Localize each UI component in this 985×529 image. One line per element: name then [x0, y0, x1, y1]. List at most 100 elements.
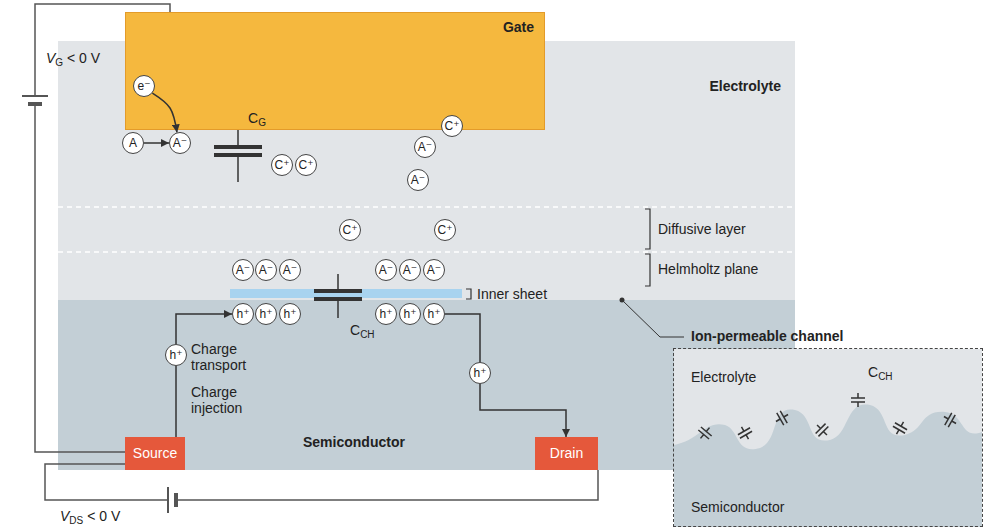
ion-circle: h⁺ [399, 303, 421, 325]
capacitance-label: CCH [350, 322, 375, 343]
ion-circle: A⁻ [169, 132, 191, 154]
semiconductor-band: Semiconductor h⁺ h⁺ h⁺ h⁺ h⁺ h⁺ h⁺ h⁺ Source Drain [58, 300, 795, 470]
voltage-label: VG < 0 V [46, 50, 100, 71]
ion-circle: A⁻ [255, 259, 277, 281]
ion-symbol: h⁺ [427, 307, 440, 321]
leader-line [622, 300, 684, 337]
node-text: Electrolyte [709, 78, 781, 95]
charge-flow-arrow [175, 366, 177, 437]
node-text: Gate [503, 19, 534, 36]
process-label: Charge transport [191, 341, 263, 373]
battery-plate [167, 487, 169, 513]
node-text: Semiconductor [691, 499, 784, 516]
capacitor-symbol [851, 393, 865, 407]
ion-symbol: C⁺ [438, 223, 453, 237]
drawing-group [695, 393, 959, 443]
ion-symbol: h⁺ [236, 307, 249, 321]
ion-symbol: e⁻ [137, 79, 150, 93]
ion-circle: h⁺ [279, 303, 301, 325]
layer-boundary [58, 251, 795, 253]
ion-symbol: A⁻ [236, 263, 250, 277]
capacitor-symbol [772, 408, 791, 427]
voltage-label: VDS < 0 V [60, 508, 120, 529]
ion-symbol: C⁺ [445, 119, 460, 133]
inset-panel: Ion-permeable channelElectrolyteSemicond… [673, 348, 983, 527]
ion-circle: A⁻ [279, 259, 301, 281]
charge-flow-arrow [445, 314, 480, 362]
node-text: Ion-permeable channel [691, 328, 843, 345]
ion-circle: A⁻ [232, 259, 254, 281]
ion-circle: h⁺ [232, 303, 254, 325]
ion-symbol: A⁻ [427, 263, 441, 277]
source-electrode: Source [125, 437, 185, 470]
ion-circle: h⁺ [423, 303, 445, 325]
charge-flow-arrow [480, 384, 566, 437]
ion-symbol: h⁺ [259, 307, 272, 321]
ion-circle: A⁻ [399, 259, 421, 281]
ion-symbol: A [129, 136, 137, 150]
ion-circle: C⁺ [339, 219, 361, 241]
charge-flow-arrow [144, 142, 169, 144]
gate-electrode: Gate e⁻ [125, 12, 545, 130]
ion-symbol: h⁺ [283, 307, 296, 321]
ion-symbol: h⁺ [379, 307, 392, 321]
capacitor-plate [314, 289, 362, 293]
ion-circle: C⁺ [434, 219, 456, 241]
bracket [466, 289, 471, 299]
ion-symbol: A⁻ [283, 263, 297, 277]
layer-boundary [58, 206, 795, 208]
ion-circle: A [122, 132, 144, 154]
wire [176, 470, 598, 500]
ion-circle: h⁺ [255, 303, 277, 325]
node-text: Semiconductor [303, 434, 405, 451]
ion-circle: C⁺ [441, 115, 463, 137]
ion-circle: A⁻ [414, 136, 436, 158]
capacitor-symbol [695, 423, 715, 443]
capacitor-plate [214, 145, 262, 149]
capacitor-lead [237, 155, 239, 182]
ion-circle: A⁻ [375, 259, 397, 281]
ion-circle: e⁻ [133, 75, 155, 97]
bracket [645, 209, 650, 249]
capacitor-lead [237, 130, 239, 147]
inset-electrolyte [674, 349, 982, 526]
ion-circle: C⁺ [271, 154, 293, 176]
capacitor-symbol [940, 410, 959, 429]
ion-symbol: A⁻ [173, 136, 187, 150]
drain-electrode: Drain [535, 437, 598, 470]
ion-symbol: h⁺ [169, 348, 182, 362]
ion-symbol: h⁺ [473, 366, 486, 380]
ion-symbol: A⁻ [403, 263, 417, 277]
ion-symbol: A⁻ [411, 173, 425, 187]
capacitor-lead [337, 274, 339, 290]
inset-semiconductor [674, 405, 982, 527]
process-label: Charge injection [191, 384, 263, 416]
capacitor-symbol [890, 418, 909, 437]
ion-symbol: C⁺ [343, 223, 358, 237]
capacitor-symbol [735, 423, 754, 442]
bracket [645, 254, 650, 286]
battery-plate [22, 95, 48, 97]
ion-circle: C⁺ [295, 154, 317, 176]
capacitor-lead [337, 299, 339, 318]
ion-circle: h⁺ [165, 344, 187, 366]
node-text: Drain [550, 445, 583, 462]
layer-label: Inner sheet [477, 286, 547, 302]
ion-symbol: A⁻ [379, 263, 393, 277]
ion-circle: A⁻ [423, 259, 445, 281]
inner-sheet [230, 289, 462, 298]
ion-circle: h⁺ [375, 303, 397, 325]
ion-circle: h⁺ [469, 362, 491, 384]
ion-symbol: A⁻ [259, 263, 273, 277]
wire [35, 104, 125, 452]
ion-symbol: A⁻ [418, 140, 432, 154]
node-text: Electrolyte [691, 369, 756, 386]
capacitance-label: CCH [868, 364, 893, 385]
layer-label: Helmholtz plane [658, 261, 758, 277]
layer-label: Diffusive layer [658, 221, 746, 237]
ion-symbol: h⁺ [403, 307, 416, 321]
capacitor-symbol [812, 420, 832, 440]
node-text: Source [133, 445, 177, 462]
capacitance-label: CG [248, 110, 266, 131]
ion-symbol: C⁺ [299, 158, 314, 172]
